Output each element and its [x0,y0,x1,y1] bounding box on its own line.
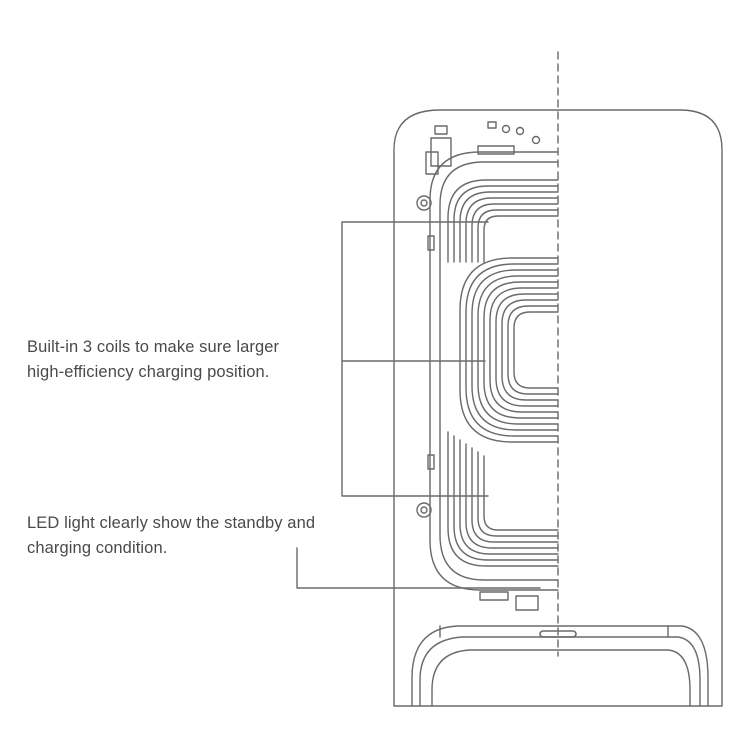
led-callout-line-2: charging condition. [27,539,168,557]
led-callout-line-1: LED light clearly show the standby and [27,514,316,532]
led-callout-text: LED light clearly show the standby and c… [27,511,315,561]
charger-body-outline [393,109,723,707]
bottom-cradle [411,625,709,707]
coils-callout-bracket [341,221,489,497]
pcb-components [416,121,541,611]
circuit-board-inner-outline [439,161,559,581]
led-callout-leader [296,547,541,589]
top-coil [447,179,559,263]
coils-callout-text: Built-in 3 coils to make sure larger hig… [27,335,279,385]
bottom-coil [447,431,559,567]
coils-callout-line-2: high-efficiency charging position. [27,363,270,381]
circuit-board-outline [429,151,559,591]
middle-coil [459,257,559,443]
coils-callout-line-1: Built-in 3 coils to make sure larger [27,338,280,356]
